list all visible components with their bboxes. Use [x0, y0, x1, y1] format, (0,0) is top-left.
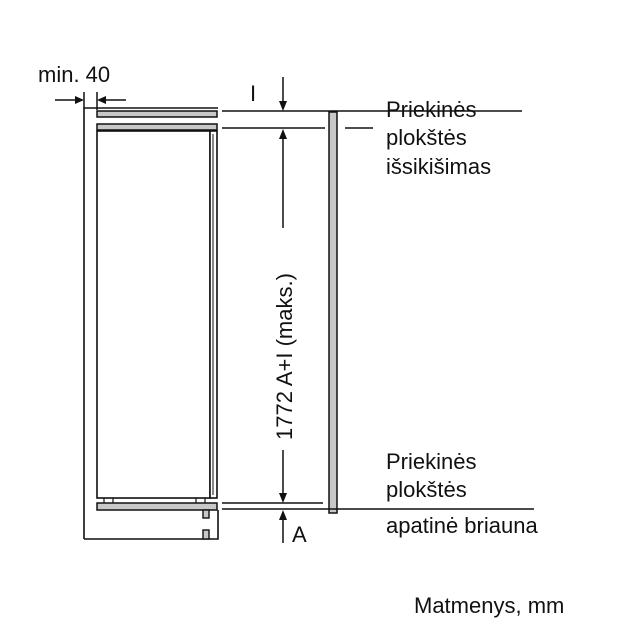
height-dimension-arrow: [279, 129, 287, 503]
bottom-callout-line2: plokštės: [386, 477, 467, 502]
top-marker-label: I: [250, 81, 256, 106]
plinth-foot-upper: [202, 509, 210, 519]
height-dimension-label: 1772 A+I (maks.): [272, 273, 297, 440]
bottom-panel-bar: [96, 502, 218, 511]
top-panel-bar: [96, 110, 218, 118]
appliance-body: [96, 130, 218, 503]
bottom-reference-lines: [222, 502, 534, 510]
cabinet-niche: [83, 107, 219, 540]
bottom-callout-line1: Priekinės: [386, 449, 476, 474]
top-callout: Priekinės plokštės išsikišimas: [386, 97, 491, 179]
top-marker-arrow: [279, 77, 287, 111]
min-gap-label: min. 40: [38, 62, 110, 87]
bottom-marker-arrow: [279, 510, 287, 543]
bottom-callout: Priekinės plokštės apatinė briauna: [386, 449, 538, 538]
plinth-foot-lower: [202, 529, 210, 540]
units-note: Matmenys, mm: [414, 593, 564, 618]
top-callout-line1: Priekinės: [386, 97, 476, 122]
top-callout-line2: plokštės: [386, 125, 467, 150]
top-reference-lines: [222, 110, 522, 129]
top-callout-line3: išsikišimas: [386, 154, 491, 179]
min-gap-arrows: [55, 92, 126, 110]
front-panel: [328, 111, 338, 514]
top-door-bar: [96, 123, 218, 131]
bottom-marker-label: A: [292, 522, 307, 547]
bottom-callout-line3: apatinė briauna: [386, 513, 538, 538]
